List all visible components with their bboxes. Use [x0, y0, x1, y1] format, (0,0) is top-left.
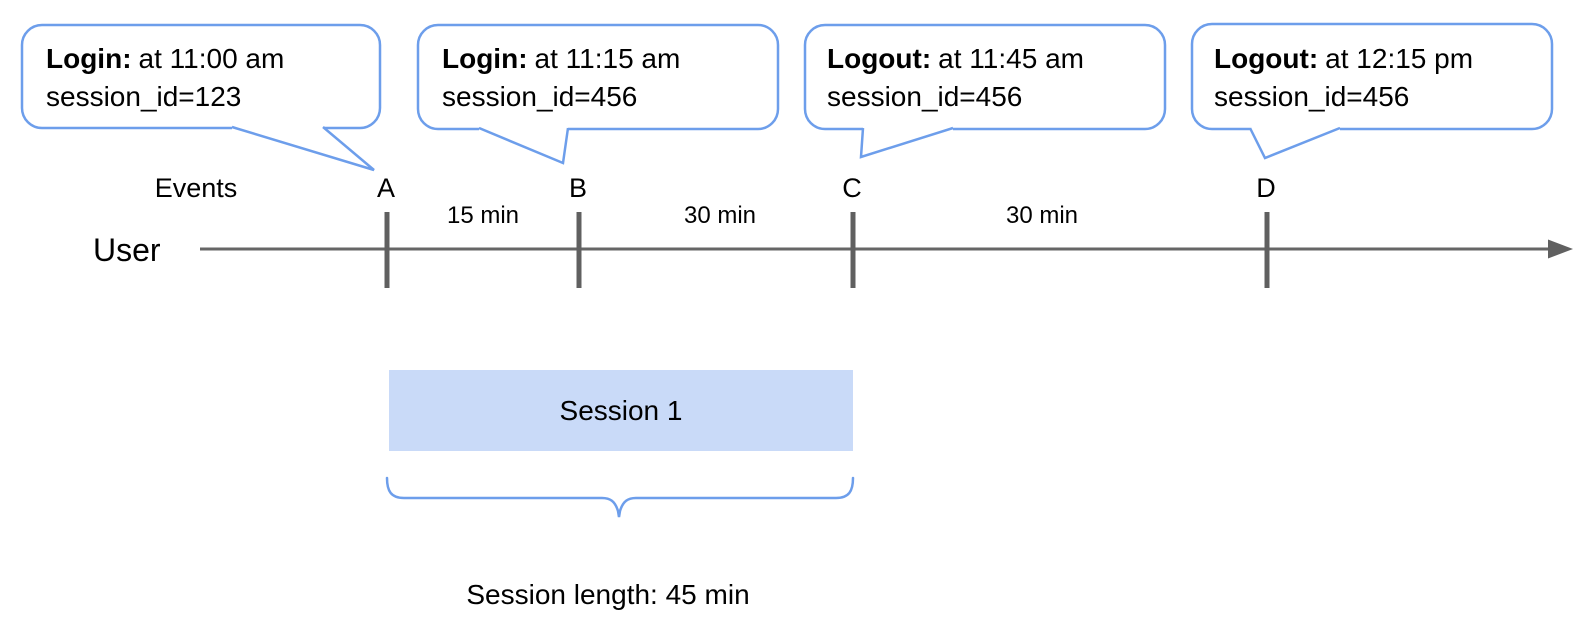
speech-bubble	[20, 23, 382, 130]
callout-session-id: session_id=456	[442, 81, 637, 112]
callout-line1: Logout:at 12:15 pm	[1214, 43, 1473, 74]
interval-c-d: 30 min	[1006, 202, 1078, 229]
session-box	[389, 370, 853, 451]
interval-a-b: 15 min	[447, 202, 519, 229]
event-type: Logout:	[827, 43, 931, 74]
callout-session-id: session_id=123	[46, 81, 241, 112]
event-type: Logout:	[1214, 43, 1318, 74]
interval-b-c: 30 min	[684, 202, 756, 229]
brace-icon	[385, 476, 855, 518]
callout-line1: Login:at 11:00 am	[46, 43, 284, 74]
session-length-label: Session length: 45 min	[466, 579, 749, 610]
arrowhead-icon	[1548, 239, 1573, 259]
event-time: at 11:45 am	[938, 43, 1084, 74]
callout-line1: Logout:at 11:45 am	[827, 43, 1084, 74]
event-time: at 11:15 am	[535, 43, 681, 74]
bubble-tail	[1250, 127, 1340, 158]
event-time: at 12:15 pm	[1325, 43, 1473, 74]
session-label: Session 1	[560, 395, 683, 426]
speech-bubble	[803, 23, 1167, 131]
speech-bubble	[1190, 22, 1554, 131]
tick-label-c: C	[842, 173, 862, 203]
callout-logout-c: Logout:at 11:45 am session_id=456	[803, 23, 1167, 159]
bubble-tail-outline	[478, 126, 570, 165]
tick-label-a: A	[377, 173, 395, 203]
callout-login-a: Login:at 11:00 am session_id=123	[20, 23, 382, 172]
callout-session-id: session_id=456	[1214, 81, 1409, 112]
user-label: User	[93, 232, 161, 268]
callout-line1: Login:at 11:15 am	[442, 43, 680, 74]
speech-bubble	[416, 23, 780, 131]
tick-label-d: D	[1256, 173, 1276, 203]
callout-session-id: session_id=456	[827, 81, 1022, 112]
tick-label-b: B	[569, 173, 587, 203]
bubble-tail-outline	[231, 125, 375, 172]
events-label: Events	[155, 173, 238, 203]
bubble-tail-outline	[1248, 126, 1341, 160]
event-type: Login:	[46, 43, 132, 74]
callout-logout-d: Logout:at 12:15 pm session_id=456	[1190, 22, 1554, 160]
session-block: Session 1	[389, 370, 853, 451]
event-type: Login:	[442, 43, 528, 74]
callout-login-b: Login:at 11:15 am session_id=456	[416, 23, 780, 165]
event-time: at 11:00 am	[139, 43, 285, 74]
bubble-tail-outline	[859, 126, 954, 159]
timeline-axis: User	[93, 212, 1573, 288]
